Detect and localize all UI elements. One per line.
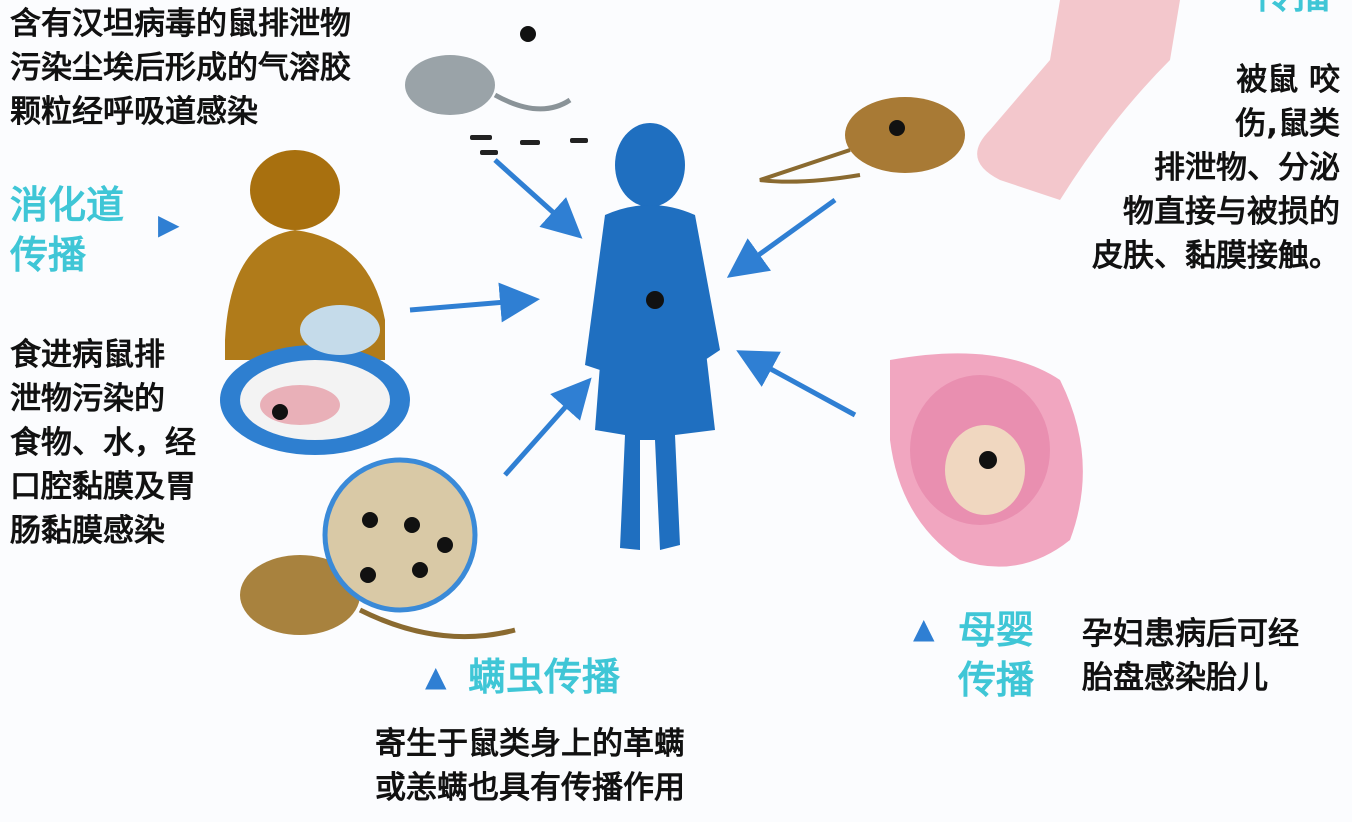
arrow-icon <box>503 377 592 477</box>
arrow-icon <box>736 350 857 418</box>
mite-heading: 螨虫传播 <box>468 655 621 699</box>
respiratory-text: 含有汉坦病毒的鼠排泄物 污染尘埃后形成的气溶胶 颗粒经呼吸道感染 <box>10 6 351 130</box>
mite-text: 寄生于鼠类身上的革螨 或恙螨也具有传播作用 <box>375 726 685 806</box>
digestive-heading: 消化道 传播 <box>10 183 125 277</box>
triangle-right-icon: ▶ <box>158 208 180 241</box>
triangle-up-icon: ▲ <box>913 612 935 645</box>
child-eating-image <box>220 150 410 455</box>
contact-heading: 传播 <box>1255 0 1331 20</box>
arrow-icon <box>493 158 583 239</box>
pregnancy-anatomy-image <box>890 353 1083 567</box>
rat-bite-image <box>759 0 1180 200</box>
transmission-arrows <box>409 158 857 477</box>
maternal-text: 孕妇患病后可经 胎盘感染胎儿 <box>1082 616 1299 696</box>
mite-rat-image <box>240 457 516 640</box>
grey-rat-image <box>405 26 588 155</box>
arrow-icon <box>409 282 540 323</box>
arrow-icon <box>726 197 837 278</box>
digestive-text: 食进病鼠排 泄物污染的 食物、水，经 口腔黏膜及胃 肠黏膜感染 <box>10 337 196 549</box>
maternal-heading: 母婴 传播 <box>958 608 1035 702</box>
contact-text: 被鼠 咬 伤,鼠类 排泄物、分泌 物直接与被损的 皮肤、黏膜接触。 <box>1092 62 1340 274</box>
triangle-up-icon: ▲ <box>425 660 447 693</box>
child-silhouette <box>585 123 720 550</box>
